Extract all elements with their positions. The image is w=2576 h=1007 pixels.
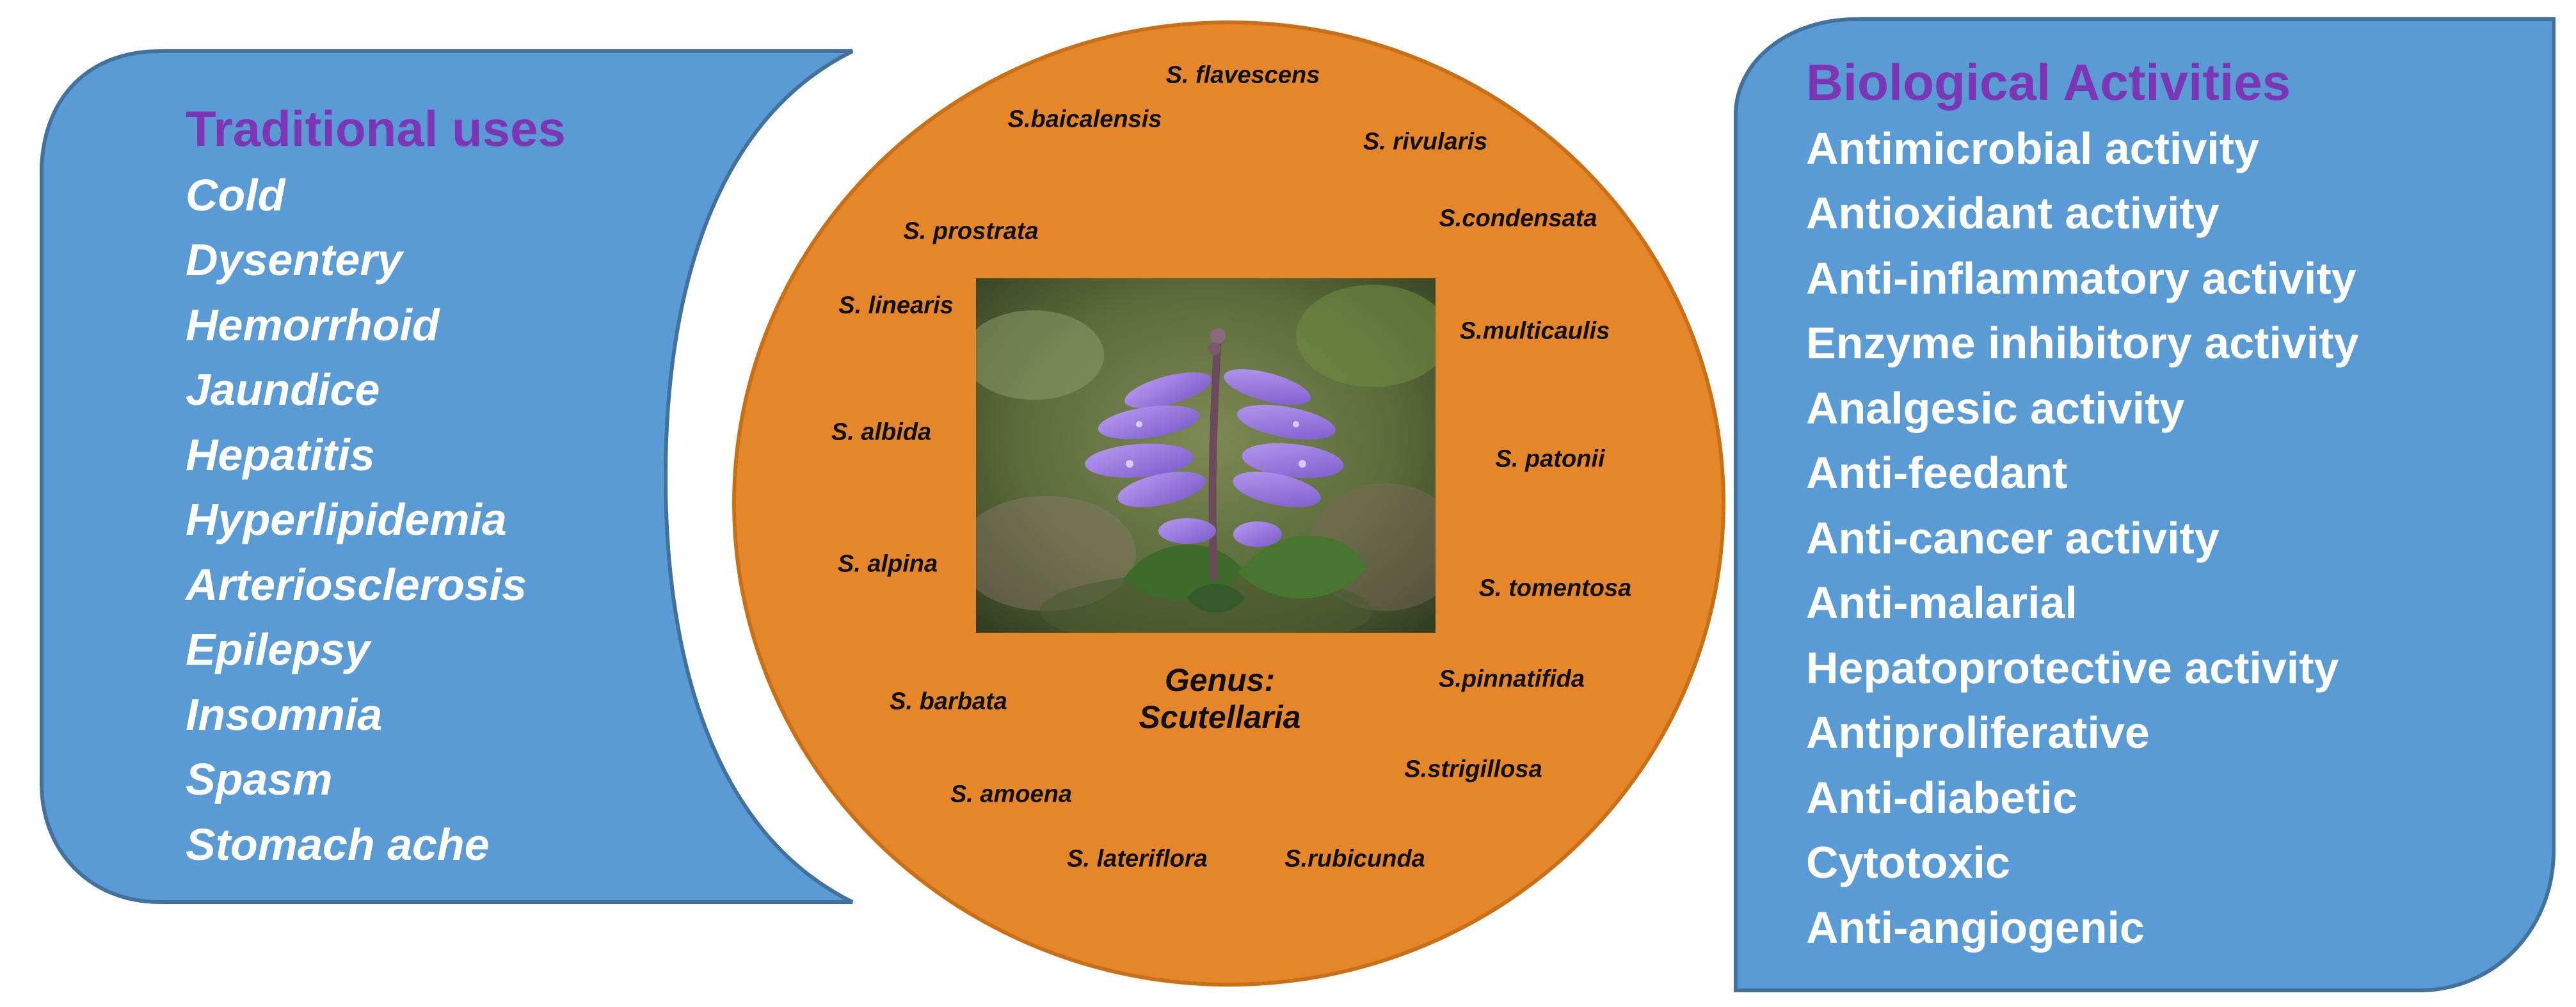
- list-item: Anti-cancer activity: [1806, 512, 2220, 563]
- species-label-strigillosa: S.strigillosa: [1404, 756, 1542, 783]
- list-item: Hepatoprotective activity: [1806, 642, 2339, 693]
- species-label-condensata: S.condensata: [1439, 205, 1597, 232]
- species-label-alpina: S. alpina: [837, 550, 938, 578]
- biological-activities-panel: [1734, 17, 2556, 992]
- list-item: Anti-angiogenic: [1806, 902, 2145, 953]
- list-item: Cytotoxic: [1806, 837, 2010, 888]
- list-item: Spasm: [186, 754, 333, 805]
- traditional-uses-section: Traditional uses Cold Dysentery Hemorrho…: [186, 99, 634, 877]
- list-item: Anti-inflammatory activity: [1806, 253, 2356, 303]
- species-label-rivularis: S. rivularis: [1363, 128, 1488, 155]
- list-item: Hyperlipidemia: [186, 495, 507, 545]
- list-item: Arteriosclerosis: [186, 559, 527, 610]
- scutellaria-flower-photo-icon: [976, 278, 1436, 633]
- genus-label-line2: Scutellaria: [1139, 699, 1301, 735]
- list-item: Analgesic activity: [1806, 383, 2185, 433]
- list-item: Epilepsy: [186, 624, 370, 675]
- list-item: Jaundice: [186, 365, 380, 415]
- list-item: Hemorrhoid: [186, 299, 440, 350]
- species-label-prostrata: S. prostrata: [903, 218, 1039, 245]
- species-label-barbata: S. barbata: [890, 688, 1007, 715]
- biological-activities-section: Biological Activities Antimicrobial acti…: [1806, 51, 2542, 960]
- species-label-pinnatifida: S.pinnatifida: [1439, 665, 1585, 693]
- traditional-uses-panel: [40, 49, 854, 904]
- species-label-lateriflora: S. lateriflora: [1067, 845, 1208, 873]
- list-item: Insomnia: [186, 689, 383, 740]
- list-item: Stomach ache: [186, 819, 490, 869]
- list-item: Anti-diabetic: [1806, 772, 2077, 823]
- list-item: Antioxidant activity: [1806, 188, 2220, 239]
- species-label-rubicunda: S.rubicunda: [1284, 845, 1425, 873]
- species-label-patonii: S. patonii: [1495, 445, 1605, 473]
- biological-activities-title: Biological Activities: [1806, 54, 2291, 111]
- list-item: Hepatitis: [186, 429, 375, 480]
- species-label-amoena: S. amoena: [950, 781, 1073, 808]
- genus-label-line1: Genus:: [1164, 662, 1276, 698]
- list-item: Enzyme inhibitory activity: [1806, 318, 2359, 369]
- biological-activities-list: Antimicrobial activity Antioxidant activ…: [1806, 116, 2542, 961]
- list-item: Anti-malarial: [1806, 578, 2077, 628]
- species-label-baicalensis: S.baicalensis: [1007, 106, 1162, 133]
- list-item: Antiproliferative: [1806, 708, 2150, 758]
- species-label-flavescens: S. flavescens: [1165, 61, 1320, 89]
- species-label-multicaulis: S.multicaulis: [1459, 317, 1610, 345]
- list-item: Cold: [186, 170, 285, 220]
- species-label-linearis: S. linearis: [838, 292, 954, 319]
- list-item: Anti-feedant: [1806, 448, 2068, 498]
- species-label-albida: S. albida: [831, 418, 932, 446]
- species-label-tomentosa: S. tomentosa: [1478, 575, 1632, 602]
- traditional-uses-list: Cold Dysentery Hemorrhoid Jaundice Hepat…: [186, 163, 634, 878]
- list-item: Antimicrobial activity: [1806, 123, 2259, 173]
- traditional-uses-title: Traditional uses: [186, 100, 566, 157]
- list-item: Dysentery: [186, 235, 403, 285]
- genus-label: Genus: Scutellaria: [1139, 662, 1301, 736]
